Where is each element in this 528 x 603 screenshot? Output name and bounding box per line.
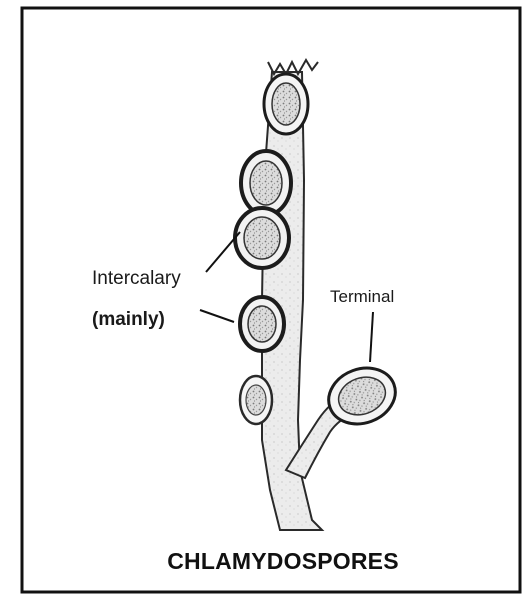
label-terminal: Terminal	[330, 287, 394, 307]
label-intercalary: Intercalary	[92, 268, 181, 290]
figure-caption: CHLAMYDOSPORES	[0, 548, 528, 575]
spore-4-content	[248, 306, 276, 342]
spore-3-content	[244, 217, 280, 259]
leader-intercalary	[206, 232, 240, 272]
spore-top-content	[272, 83, 300, 125]
spore-5-content	[246, 385, 266, 415]
leader-terminal	[370, 312, 373, 362]
label-mainly: (mainly)	[92, 309, 165, 331]
spore-2-content	[250, 161, 282, 205]
leader-mainly	[200, 310, 234, 322]
